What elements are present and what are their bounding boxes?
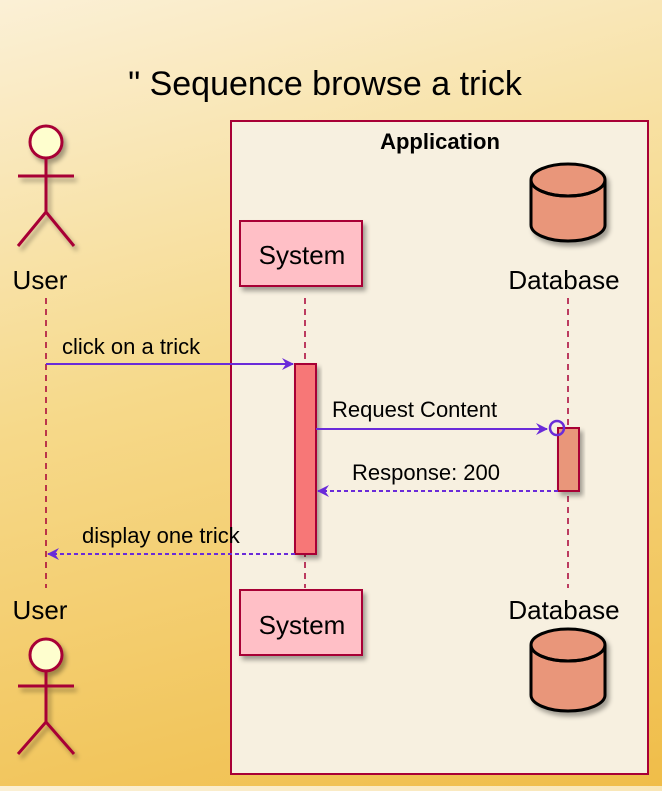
participant-label-user-top: User xyxy=(13,265,68,295)
participant-label-system-bottom: System xyxy=(259,610,346,640)
database-bottom-icon xyxy=(529,627,607,713)
actor-user-top-icon xyxy=(16,124,76,247)
participant-label-database-top: Database xyxy=(508,265,619,295)
message-label-2: Request Content xyxy=(332,397,497,422)
activation-bar-database xyxy=(557,427,580,492)
participant-box-system-bottom xyxy=(239,589,363,656)
participant-box-system-top xyxy=(239,220,363,287)
message-label-1: click on a trick xyxy=(62,334,201,359)
group-title: Application xyxy=(380,129,500,154)
message-label-4: display one trick xyxy=(82,523,241,548)
activation-bar-system xyxy=(294,363,317,555)
message-label-3: Response: 200 xyxy=(352,460,500,485)
create-circle-icon xyxy=(548,419,566,437)
database-top-icon xyxy=(529,162,607,243)
participant-label-database-bottom: Database xyxy=(508,595,619,625)
diagram-title: " Sequence browse a trick xyxy=(128,65,523,103)
participant-label-system-top: System xyxy=(259,240,346,270)
participant-label-user-bottom: User xyxy=(13,595,68,625)
actor-user-bottom-icon xyxy=(16,637,76,755)
